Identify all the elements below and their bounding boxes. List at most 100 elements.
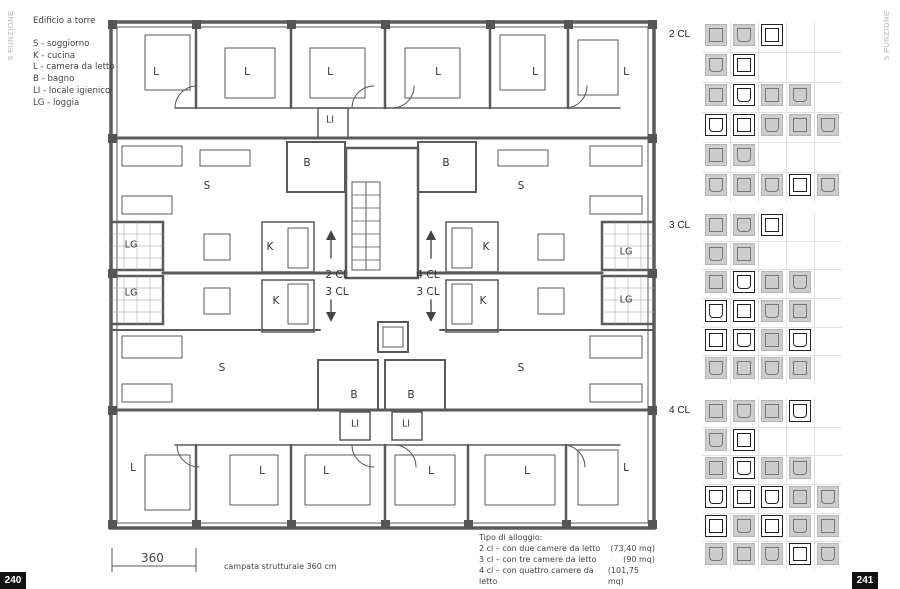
legend-item: B - bagno [33, 74, 75, 85]
ingresso-icon [789, 400, 811, 422]
camera-icon [761, 114, 783, 136]
icon-symbol [709, 432, 723, 447]
matrix-gridline [702, 82, 842, 83]
soggiorno-icon [733, 242, 755, 265]
icon-symbol [793, 118, 807, 132]
loggia-icon [705, 357, 727, 380]
function-matrix-2cl [702, 22, 842, 202]
icon-symbol [765, 88, 779, 102]
loggia-icon [789, 543, 811, 566]
matrix-gridline [702, 298, 842, 299]
icon-symbol [737, 218, 751, 232]
room-label-bedroom: L [623, 66, 629, 78]
icon-symbol [737, 361, 751, 376]
dimension-label: 360 [141, 551, 164, 565]
icon-symbol [737, 547, 751, 562]
cucina-icon [761, 457, 783, 480]
bagno-icon [761, 514, 783, 537]
icon-symbol [709, 461, 723, 476]
icon-symbol [737, 28, 751, 42]
icon-symbol [793, 88, 807, 102]
matrix-gridline [702, 355, 842, 357]
bagno-icon [733, 514, 755, 537]
camera-icon [733, 486, 755, 508]
ingresso-icon [733, 214, 755, 236]
housing-type-row: 3 cl – con tre camere da letto (90 mq) [479, 554, 655, 565]
icon-symbol [793, 547, 807, 562]
room-label-bath: B [442, 157, 450, 169]
loggia-icon [733, 543, 755, 566]
icon-symbol [709, 518, 723, 533]
icon-symbol [737, 118, 751, 132]
icon-symbol [765, 547, 779, 562]
legend-title: Edificio a torre [33, 16, 96, 26]
icon-symbol [709, 361, 723, 376]
legend: Edificio a torre S - soggiorno K - cucin… [33, 16, 115, 110]
group-label-2cl: 2 CL [669, 29, 691, 40]
ingresso-icon [705, 214, 727, 236]
loggia-icon [761, 543, 783, 566]
icon-symbol [737, 275, 751, 290]
room-label-living: S [517, 362, 525, 374]
icon-symbol [765, 304, 779, 318]
room-label-kitchen: K [482, 241, 490, 253]
housing-type-area: (73,40 mq) [610, 544, 655, 553]
matrix-gridline [702, 512, 842, 514]
legend-item: L - camera da letto [33, 62, 115, 73]
room-label-bedroom: L [323, 465, 329, 477]
room-label-wc: LI [401, 418, 411, 430]
camera-icon [817, 114, 839, 136]
group-label-3cl: 3 CL [669, 220, 691, 231]
ingresso-icon [705, 24, 727, 46]
room-label-living: S [203, 180, 211, 192]
icon-symbol [737, 246, 751, 261]
camera-icon [705, 300, 727, 322]
icon-symbol [737, 58, 751, 72]
icon-symbol [821, 547, 835, 562]
loggia-icon [733, 357, 755, 380]
matrix-gridline [702, 269, 842, 271]
icon-symbol [709, 332, 723, 347]
unit-type-label: 3 CL [325, 286, 349, 298]
icon-symbol [709, 218, 723, 232]
cucina-icon [705, 457, 727, 480]
icon-symbol [737, 178, 751, 192]
icon-symbol [709, 404, 723, 418]
ingresso-icon [761, 214, 783, 236]
loggia-icon [817, 174, 839, 196]
room-label-wc: LI [350, 418, 360, 430]
matrix-gridline [702, 326, 842, 328]
matrix-gridline [702, 240, 842, 242]
icon-symbol [765, 461, 779, 476]
ingresso-icon [761, 400, 783, 422]
ingresso-icon [705, 400, 727, 422]
icon-symbol [793, 275, 807, 290]
matrix-gridline [702, 172, 842, 173]
camera-icon [761, 300, 783, 322]
icon-symbol [737, 88, 751, 102]
icon-symbol [737, 332, 751, 347]
section-label-right: 5 FUNZIONE [882, 10, 891, 60]
icon-symbol [709, 148, 723, 162]
cucina-icon [733, 457, 755, 480]
room-label-kitchen: K [266, 241, 274, 253]
icon-symbol [737, 404, 751, 418]
icon-symbol [793, 461, 807, 476]
cucina-icon [705, 271, 727, 294]
bagno-icon [733, 144, 755, 166]
loggia-icon [789, 174, 811, 196]
icon-symbol [765, 218, 779, 232]
bagno-icon [733, 328, 755, 351]
ingresso-icon [733, 400, 755, 422]
bagno-icon [705, 144, 727, 166]
legend-item: K - cucina [33, 50, 76, 61]
housing-type-area: (90 mq) [623, 555, 655, 564]
loggia-icon [733, 174, 755, 196]
camera-icon [733, 114, 755, 136]
housing-type-row: 2 cl – con due camere da letto (73,40 mq… [479, 543, 655, 554]
icon-symbol [793, 518, 807, 533]
loggia-icon [705, 543, 727, 566]
room-label-loggia: LG [124, 239, 138, 251]
icon-symbol [821, 178, 835, 192]
